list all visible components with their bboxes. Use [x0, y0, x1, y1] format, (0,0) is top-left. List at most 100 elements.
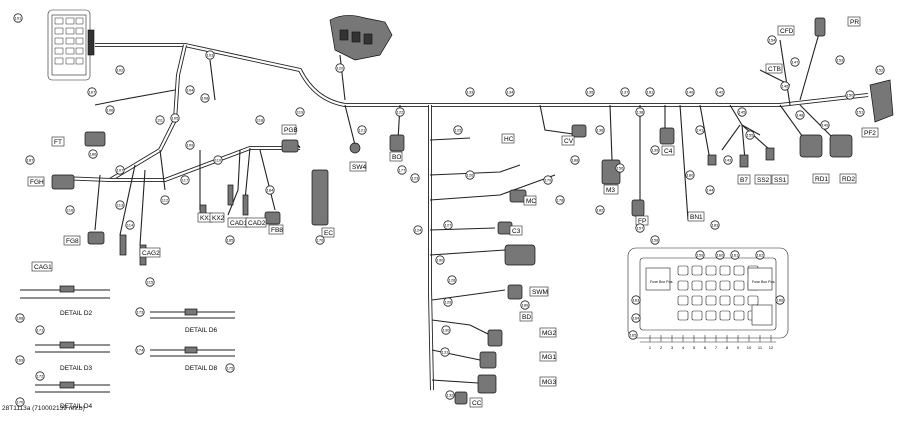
ref-bubble: 122: [395, 107, 405, 117]
svg-text:117: 117: [182, 177, 189, 182]
svg-text:109: 109: [187, 142, 194, 147]
ref-bubble: 135: [585, 87, 595, 97]
connector-ss: [765, 147, 775, 161]
svg-text:161: 161: [732, 252, 739, 257]
svg-text:141: 141: [697, 127, 704, 132]
code-cfd: CFD: [780, 28, 794, 35]
svg-text:112: 112: [162, 197, 169, 202]
connector-mg2: [487, 329, 503, 347]
ref-bubble: 181: [645, 87, 655, 97]
ref-bubble: 111: [155, 115, 165, 125]
ref-bubble: 126: [465, 170, 475, 180]
code-mc: MC: [526, 198, 536, 205]
code-cag1: CAG1: [34, 264, 52, 271]
code-c3: C3: [512, 228, 521, 235]
svg-text:131: 131: [442, 349, 449, 354]
connector-rd1: [799, 134, 823, 158]
svg-text:179: 179: [545, 177, 552, 182]
svg-text:144: 144: [707, 187, 714, 192]
svg-text:143: 143: [725, 157, 732, 162]
svg-text:3: 3: [671, 345, 674, 350]
code-mg1: MG1: [542, 354, 556, 361]
detail-d2-label: DETAIL D2: [60, 310, 93, 317]
code-ss2: SS2: [757, 177, 770, 184]
ref-bubble: 105: [170, 113, 180, 123]
ref-bubble: 152: [875, 65, 885, 75]
connector-bn1: [707, 154, 717, 166]
ref-bubble: 130: [441, 325, 451, 335]
diagram-reference: 28T1113a (710002139 rev.b): [2, 405, 85, 412]
detail-labels: DETAIL D2 DETAIL D6 DETAIL D3 DETAIL D8 …: [60, 310, 218, 410]
svg-text:118: 118: [257, 117, 264, 122]
connector-mg1: [479, 351, 497, 369]
ref-bubble: 139: [650, 145, 660, 155]
svg-text:166: 166: [777, 297, 784, 302]
connector-ft: [84, 131, 106, 147]
code-pr: PR: [850, 19, 859, 26]
svg-text:124: 124: [415, 227, 422, 232]
connector-sw4: [349, 142, 361, 154]
relay-slot: [733, 310, 745, 321]
wire-details: [20, 285, 235, 393]
svg-text:123: 123: [412, 175, 419, 180]
ref-bubble: 131: [440, 347, 450, 357]
svg-text:6: 6: [704, 345, 707, 350]
ref-bubble: 141: [695, 125, 705, 135]
ref-bubble: 110: [213, 155, 223, 165]
relay-position-number: 8: [726, 335, 729, 350]
relay-slot: [705, 280, 717, 291]
svg-text:178: 178: [557, 197, 564, 202]
code-ss1: SS1: [774, 177, 787, 184]
ref-bubble: 154: [767, 35, 777, 45]
svg-text:139: 139: [652, 147, 659, 152]
svg-text:181: 181: [647, 89, 654, 94]
ref-bubble: 161: [730, 250, 740, 260]
code-hc: HC: [504, 136, 514, 143]
svg-text:148: 148: [797, 112, 804, 117]
relay-slot: [691, 310, 703, 321]
connector-c3: [504, 244, 536, 266]
connector-fp: [631, 199, 645, 217]
code-ec: EC: [324, 230, 333, 237]
code-mg3: MG3: [542, 379, 556, 386]
code-fgh: FGH: [30, 179, 44, 186]
ref-bubble: 164: [631, 313, 641, 323]
svg-text:114: 114: [127, 222, 134, 227]
svg-text:172: 172: [37, 373, 44, 378]
ref-bubble: 183: [710, 220, 720, 230]
relay-slot: [719, 265, 731, 276]
svg-text:169: 169: [17, 357, 24, 362]
svg-text:137: 137: [622, 89, 629, 94]
ref-bubble: 146: [780, 81, 790, 91]
svg-text:187: 187: [27, 157, 34, 162]
svg-text:140: 140: [687, 89, 694, 94]
detail-d4-label: DETAIL D4: [60, 403, 93, 410]
ref-bubble: 107: [115, 165, 125, 175]
relay-slot: [677, 310, 689, 321]
ref-bubble: 174: [135, 345, 145, 355]
ref-bubble: 124: [413, 225, 423, 235]
ref-bubble: 169: [15, 355, 25, 365]
svg-text:135: 135: [587, 89, 594, 94]
svg-text:12: 12: [769, 345, 774, 350]
ref-bubble: 120: [335, 63, 345, 73]
svg-text:151: 151: [857, 109, 864, 114]
svg-text:162: 162: [757, 252, 764, 257]
code-mg2: MG2: [542, 330, 556, 337]
detail-d3-label: DETAIL D3: [60, 365, 93, 372]
reference-bubbles: 1011021031041051061071081091101111121131…: [13, 13, 885, 407]
svg-text:110: 110: [215, 157, 222, 162]
code-fg8: FG8: [66, 238, 79, 245]
ref-bubble: 166: [775, 295, 785, 305]
svg-text:177: 177: [399, 167, 406, 172]
connector-fg8: [87, 231, 105, 245]
ref-bubble: 113: [115, 200, 125, 210]
ref-bubble: 179: [543, 175, 553, 185]
svg-text:119: 119: [297, 109, 304, 114]
svg-text:149: 149: [822, 122, 829, 127]
code-swm: SWM: [532, 289, 548, 296]
svg-text:145: 145: [739, 109, 746, 114]
connector-cc: [454, 391, 468, 405]
relay-position-number: 11: [758, 335, 763, 350]
ref-bubble: 171: [35, 325, 45, 335]
